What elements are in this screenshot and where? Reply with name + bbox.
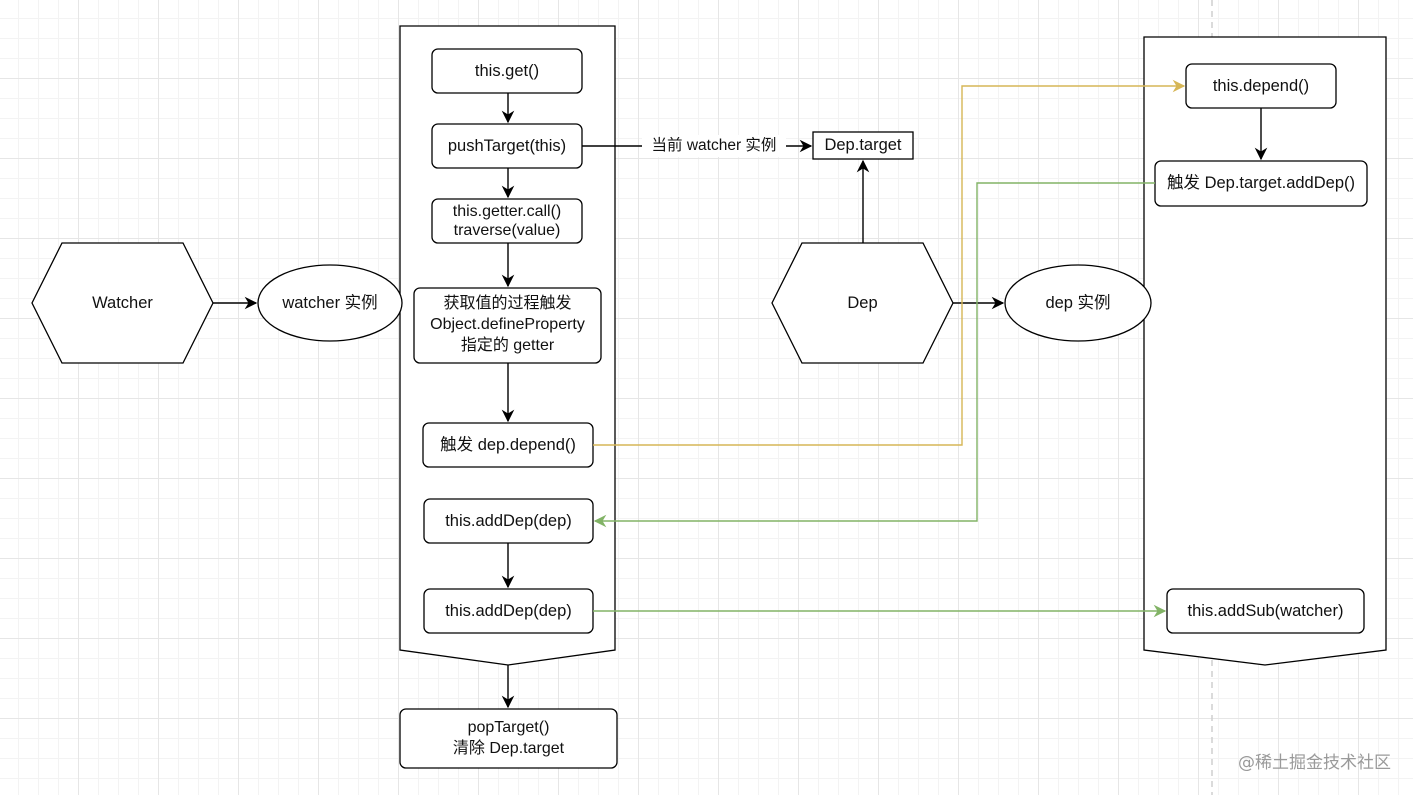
edge-depend-call[interactable] (593, 79, 1186, 446)
edge-add-dep-call[interactable] (593, 182, 1155, 528)
getter-call-box[interactable] (431, 198, 583, 244)
add-dep-box-2[interactable] (423, 588, 594, 634)
define-property-box[interactable] (413, 287, 602, 364)
push-target-box[interactable] (431, 123, 583, 169)
add-sub-box[interactable] (1166, 588, 1365, 634)
dep-flow-container[interactable] (1143, 36, 1387, 666)
trigger-add-dep-box[interactable] (1154, 160, 1368, 207)
this-get-box[interactable] (431, 48, 583, 94)
pop-target-box[interactable] (399, 708, 618, 769)
watermark: @稀土掘金技术社区 (1238, 753, 1391, 773)
dep-target-box[interactable] (812, 131, 914, 160)
watcher-instance-ellipse[interactable] (257, 264, 403, 342)
trigger-depend-box[interactable] (422, 422, 594, 468)
dep-instance-ellipse[interactable] (1004, 264, 1152, 342)
this-depend-box[interactable] (1185, 63, 1337, 109)
add-dep-box-1[interactable] (423, 498, 594, 544)
dep-hexagon[interactable] (771, 242, 954, 364)
watcher-hexagon[interactable] (31, 242, 214, 364)
